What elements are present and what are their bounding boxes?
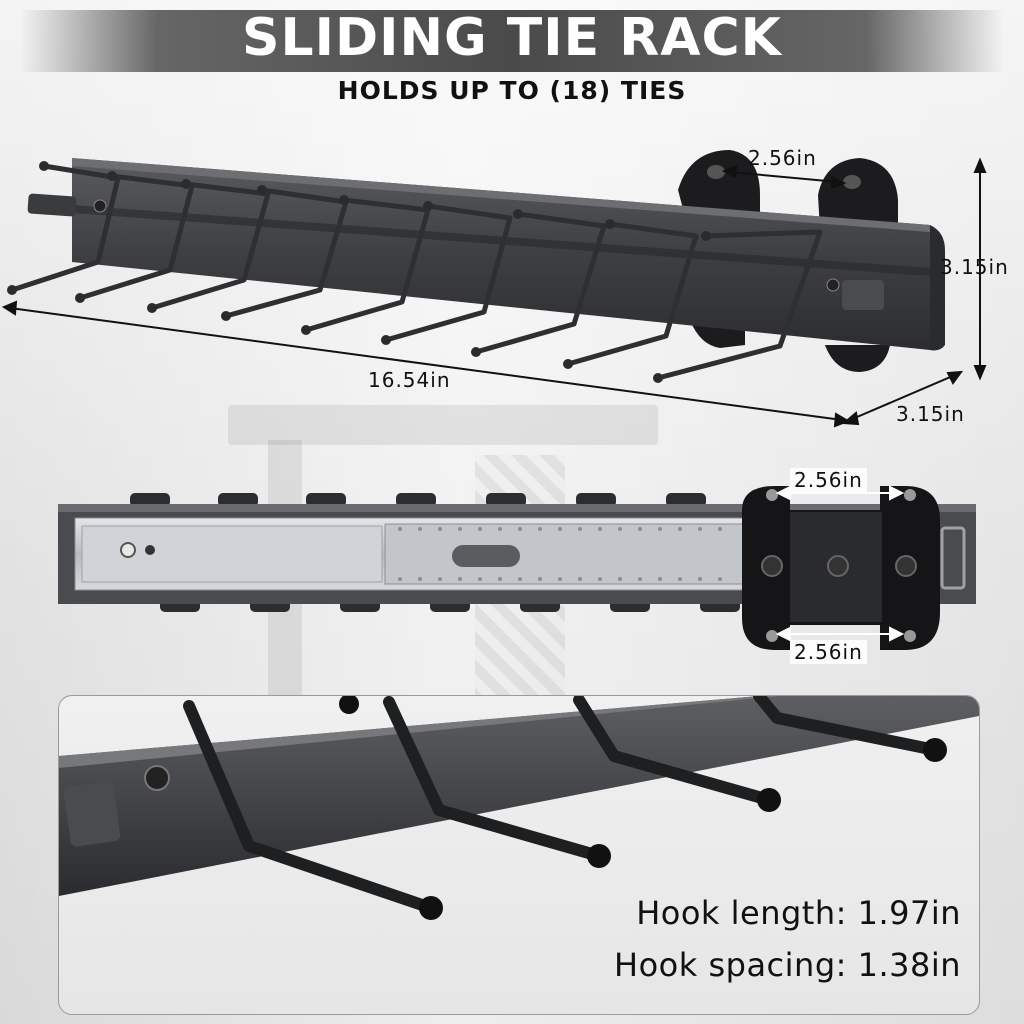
- page-subtitle: HOLDS UP TO (18) TIES: [337, 76, 687, 105]
- slide-underside: [58, 486, 976, 650]
- background-rack-photo: [228, 405, 658, 445]
- page-title: SLIDING TIE RACK: [242, 8, 782, 68]
- hook-spacing-spec: Hook spacing: 1.38in: [614, 946, 961, 984]
- mount-bracket-right: [818, 158, 898, 230]
- rack-bar: [27, 158, 945, 351]
- rack-hooks: [9, 163, 823, 381]
- length-label: 16.54in: [368, 368, 451, 392]
- hook-closeup-illustration: [59, 696, 979, 920]
- slide-spacing-bottom-label: 2.56in: [790, 640, 867, 664]
- hook-length-spec: Hook length: 1.97in: [636, 894, 961, 932]
- depth-label: 3.15in: [896, 402, 965, 426]
- title-banner: [20, 10, 1004, 72]
- dimension-lines-middle: [775, 485, 905, 642]
- slide-spacing-top-label: 2.56in: [790, 468, 867, 492]
- hook-tips: [7, 161, 711, 383]
- height-label: 3.15in: [940, 255, 1009, 279]
- hook-closeup-panel: Hook length: 1.97in Hook spacing: 1.38in: [58, 695, 980, 1015]
- dimension-lines-top: [1, 157, 987, 428]
- mount-spacing-label: 2.56in: [748, 146, 817, 170]
